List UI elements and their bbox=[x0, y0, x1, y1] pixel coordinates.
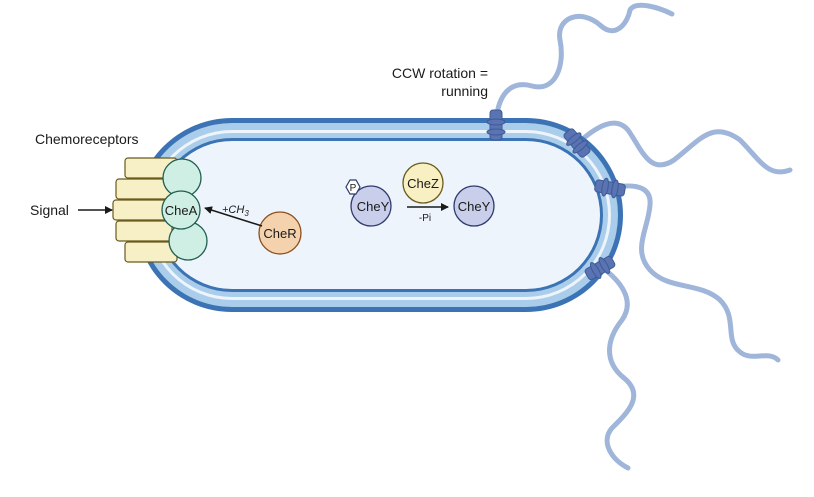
methyl-text: +CH bbox=[222, 204, 244, 216]
running-label: running bbox=[441, 83, 488, 99]
chey-p-label: CheY bbox=[357, 199, 390, 214]
chey-protein bbox=[453, 185, 495, 227]
chemoreceptors-label: Chemoreceptors bbox=[35, 131, 139, 147]
methyl-label: +CH3 bbox=[222, 204, 249, 218]
flagellum-upper-right bbox=[575, 120, 793, 175]
chez-protein bbox=[402, 162, 444, 204]
signal-label: Signal bbox=[30, 202, 69, 218]
motor-bottom bbox=[584, 255, 616, 281]
motor-top bbox=[486, 109, 506, 141]
flagellar-motors bbox=[486, 109, 626, 281]
flagellum-top bbox=[493, 2, 675, 125]
chez-label: CheZ bbox=[407, 176, 439, 191]
ccw-rotation-label: CCW rotation = bbox=[392, 65, 488, 81]
pi-label: -Pi bbox=[419, 213, 431, 224]
receptor-4 bbox=[115, 220, 173, 242]
cher-label: CheR bbox=[263, 226, 296, 241]
phosphate-icon bbox=[345, 179, 361, 195]
chea-label: CheA bbox=[165, 203, 198, 218]
cher-protein bbox=[258, 211, 302, 255]
chey-label: CheY bbox=[458, 199, 491, 214]
flagellum-bottom bbox=[597, 263, 637, 471]
flagellum-middle-right bbox=[607, 183, 781, 363]
motor-middle-right bbox=[594, 177, 626, 199]
chea-complex bbox=[161, 158, 208, 261]
chey-p-protein bbox=[350, 185, 392, 227]
methylation-arrow bbox=[204, 206, 263, 227]
chea-protein bbox=[161, 190, 201, 230]
motor-upper-right bbox=[563, 128, 591, 158]
methyl-subscript: 3 bbox=[244, 209, 249, 218]
flagella bbox=[493, 2, 793, 471]
phosphate-label: P bbox=[350, 183, 357, 194]
